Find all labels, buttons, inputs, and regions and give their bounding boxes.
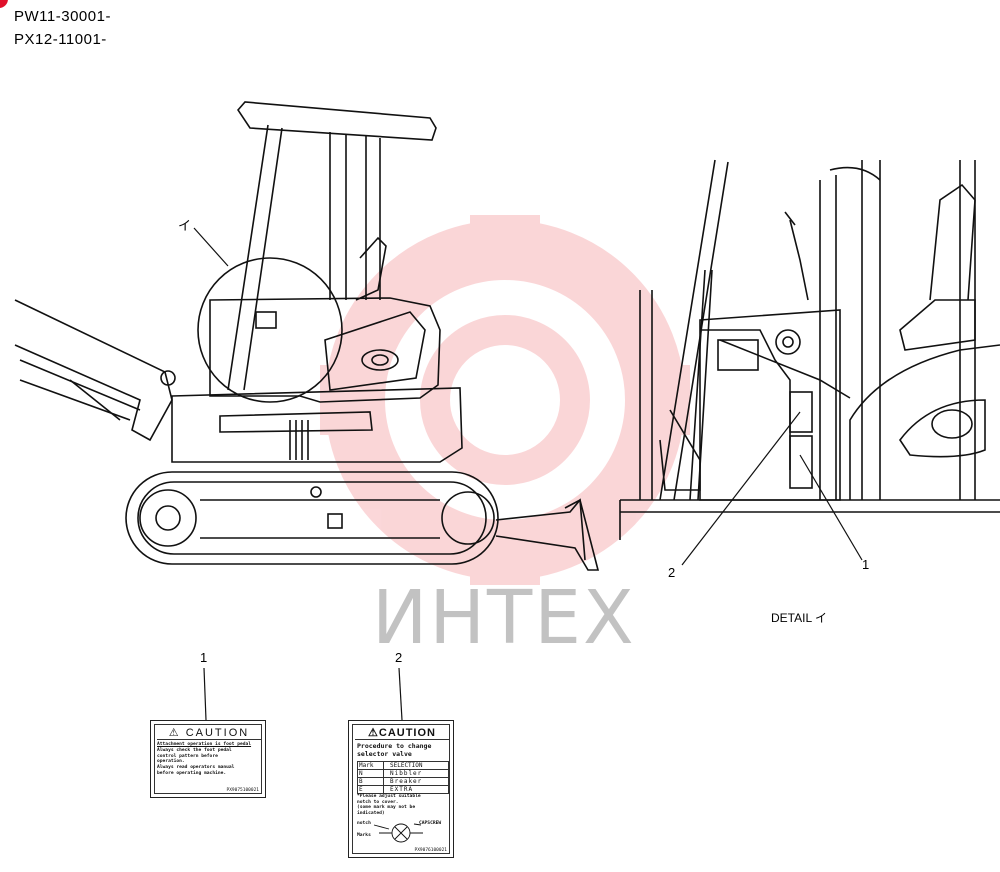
detail-marker-label: イ	[178, 218, 191, 233]
watermark-text: ИНТЕХ	[372, 575, 636, 661]
caution-label-1: ⚠ CAUTION Attachment operation is foot p…	[150, 720, 266, 798]
label-2-table: Mark SELECTION N Nibbler B Breaker E EXT…	[357, 761, 449, 794]
marks-label: Marks	[357, 833, 371, 838]
label-1-header: ⚠ CAUTION	[157, 726, 261, 740]
label-2-table-row: N Nibbler	[358, 770, 448, 778]
corner-mark	[0, 0, 8, 8]
serial-number-2: PX12-11001-	[14, 31, 107, 48]
caution-label-2: ⚠CAUTION Procedure to change selector va…	[348, 720, 454, 858]
label-2-part-no: PX9076100021	[414, 848, 447, 853]
detail-caption: DETAIL イ	[771, 611, 828, 625]
notch-label: notch	[357, 821, 371, 826]
label-2-table-row: B Breaker	[358, 778, 448, 786]
selector-valve-icon	[373, 823, 423, 843]
label-2-notes: *Please adjust suitable notch to cover. …	[357, 794, 421, 816]
label-2-header: ⚠CAUTION	[355, 726, 449, 740]
capscrew-label: CAPSCREW	[419, 821, 442, 826]
label-1-text: Attachment operation is foot pedal Alway…	[157, 742, 252, 776]
label-2-table-row: E EXTRA	[359, 786, 414, 793]
detail-callout-1: 1	[862, 557, 869, 572]
detail-callout-2: 2	[668, 565, 675, 580]
label-1-part-no: PX9075100021	[226, 788, 259, 793]
label-2-ref: 2	[395, 650, 402, 665]
label-1-ref: 1	[200, 650, 207, 665]
label-2-title: Procedure to change selector valve	[357, 742, 432, 758]
serial-number-1: PW11-30001-	[14, 8, 111, 25]
